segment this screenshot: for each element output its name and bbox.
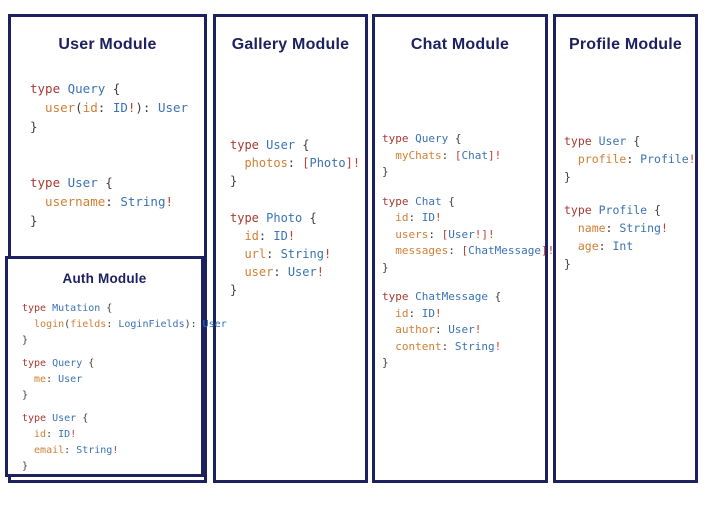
code-line: } (230, 174, 238, 188)
panel-title-user-module: User Module (58, 36, 157, 53)
code-line: id: ID! (382, 306, 442, 320)
code-line: type User { (30, 175, 113, 190)
code-line: type Photo { (230, 211, 317, 225)
code-chat-module: type Query { myChats: [Chat]!}type Chat … (382, 131, 554, 372)
panel-title-auth-module: Auth Module (62, 271, 147, 286)
code-line: email: String! (22, 445, 119, 456)
code-line: content: String! (382, 339, 502, 353)
code-line: author: User! (382, 323, 482, 336)
code-line: url: String! (230, 247, 332, 261)
code-line: type Query { (382, 132, 462, 145)
code-block: type Mutation { login(fields: LoginField… (22, 301, 227, 349)
code-block: type Photo { id: ID! url: String! user: … (230, 209, 360, 299)
code-line: user: User! (230, 265, 324, 279)
code-line: type Chat { (382, 194, 455, 208)
code-line: id: ID! (22, 429, 77, 440)
code-line: } (22, 390, 29, 401)
code-line: type Profile { (564, 203, 661, 217)
panel-title-gallery-module: Gallery Module (231, 36, 350, 53)
code-line: login(fields: LoginFields): User (22, 319, 227, 330)
code-block: type User { photos: [Photo]!} (230, 136, 360, 190)
code-line: } (382, 165, 389, 178)
panel-title-chat-module: Chat Module (410, 36, 510, 53)
code-line: } (22, 335, 29, 346)
panel-auth-module: Auth Module type Mutation { login(fields… (5, 256, 227, 477)
code-line: type User { (230, 138, 310, 152)
code-line: } (30, 213, 38, 228)
code-line: } (22, 461, 29, 472)
code-block: type User { profile: Profile!} (564, 132, 696, 186)
panel-gallery-module: Gallery Module type User { photos: [Phot… (213, 14, 368, 483)
code-line: user(id: ID!): User (30, 100, 189, 115)
code-line: age: Int (564, 239, 634, 253)
code-line: type User { (22, 413, 89, 424)
code-line: type Query { (22, 358, 95, 369)
code-block: type User { id: ID! email: String!} (22, 411, 227, 475)
code-profile-module: type User { profile: Profile!}type Profi… (564, 132, 696, 273)
code-line: messages: [ChatMessage]! (382, 244, 555, 257)
code-line: photos: [Photo]! (230, 156, 361, 170)
code-line: myChats: [Chat]! (382, 148, 502, 162)
code-line: type User { (564, 134, 641, 148)
code-line: type ChatMessage { (382, 290, 502, 303)
code-user-module: type Query { user(id: ID!): User}type Us… (30, 79, 188, 230)
code-block: type Query { myChats: [Chat]!} (382, 131, 554, 181)
code-line: } (382, 260, 389, 274)
panel-title-profile-module: Profile Module (568, 36, 683, 53)
code-line: username: String! (30, 194, 174, 209)
code-block: type Query { user(id: ID!): User} (30, 79, 188, 136)
code-line: name: String! (564, 221, 668, 235)
code-line: type Query { (30, 81, 121, 96)
code-gallery-module: type User { photos: [Photo]!}type Photo … (230, 136, 360, 299)
code-block: type Profile { name: String! age: Int} (564, 201, 696, 273)
code-line: users: [User!]! (382, 227, 495, 241)
code-line: profile: Profile! (564, 152, 696, 166)
code-line: } (564, 170, 571, 184)
code-block: type Query { me: User} (22, 356, 227, 404)
code-line: } (230, 283, 238, 297)
panel-chat-module: Chat Module type Query { myChats: [Chat]… (372, 14, 554, 483)
code-line: id: ID! (382, 211, 442, 224)
code-line: } (564, 257, 571, 271)
code-block: type ChatMessage { id: ID! author: User!… (382, 289, 554, 372)
panel-profile-module: Profile Module type User { profile: Prof… (553, 14, 698, 483)
code-block: type Chat { id: ID! users: [User!]! mess… (382, 194, 554, 277)
code-line: type Mutation { (22, 303, 113, 314)
code-block: type User { username: String!} (30, 173, 188, 230)
code-line: } (382, 356, 389, 369)
code-line: } (30, 119, 38, 134)
code-auth-module: type Mutation { login(fields: LoginField… (22, 301, 227, 475)
code-line: me: User (22, 374, 83, 385)
code-line: id: ID! (230, 229, 296, 243)
